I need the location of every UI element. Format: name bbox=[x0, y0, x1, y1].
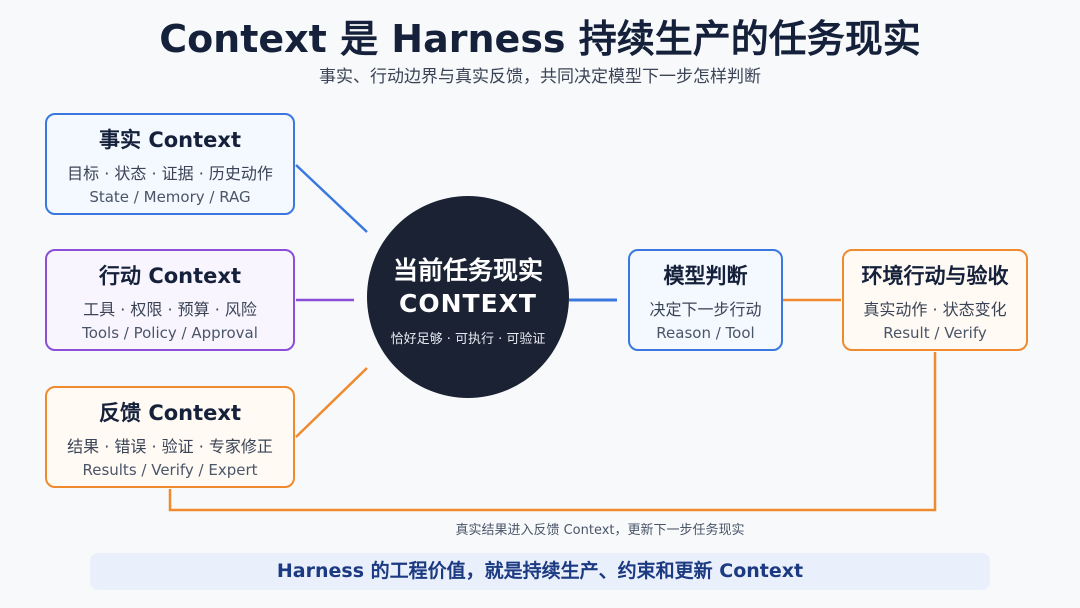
fact-context-items-en: State / Memory / RAG bbox=[89, 188, 251, 206]
page-subtitle: 事实、行动边界与真实反馈，共同决定模型下一步怎样判断 bbox=[319, 67, 761, 87]
fact-context-items-zh: 目标 · 状态 · 证据 · 历史动作 bbox=[67, 164, 273, 183]
fact-connector bbox=[295, 164, 368, 233]
fact-context-box: 事实 Context 目标 · 状态 · 证据 · 历史动作 State / M… bbox=[45, 113, 295, 215]
summary-banner: Harness 的工程价值，就是持续生产、约束和更新 Context bbox=[90, 553, 990, 590]
model-judgment-desc: 决定下一步行动 bbox=[649, 300, 762, 319]
center-title: 当前任务现实 bbox=[392, 256, 543, 285]
feedback-loop-line bbox=[168, 352, 937, 512]
model-judgment-box: 模型判断 决定下一步行动 Reason / Tool bbox=[628, 249, 783, 351]
model-judgment-en: Reason / Tool bbox=[656, 324, 755, 342]
feedback-context-box: 反馈 Context 结果 · 错误 · 验证 · 专家修正 Results /… bbox=[45, 386, 295, 488]
center-context-circle: 当前任务现实 CONTEXT 恰好足够 · 可执行 · 可验证 bbox=[367, 196, 569, 398]
feedback-context-title: 反馈 Context bbox=[99, 401, 241, 425]
fact-context-title: 事实 Context bbox=[99, 128, 241, 152]
page-title: Context 是 Harness 持续生产的任务现实 bbox=[159, 17, 921, 61]
model-judgment-title: 模型判断 bbox=[663, 264, 748, 288]
action-context-title: 行动 Context bbox=[99, 264, 241, 288]
feedback-connector bbox=[295, 367, 368, 438]
feedback-context-items-en: Results / Verify / Expert bbox=[82, 461, 258, 479]
action-context-items-en: Tools / Policy / Approval bbox=[82, 324, 258, 342]
environment-action-box: 环境行动与验收 真实动作 · 状态变化 Result / Verify bbox=[842, 249, 1028, 351]
environment-action-desc: 真实动作 · 状态变化 bbox=[863, 300, 1007, 319]
action-context-box: 行动 Context 工具 · 权限 · 预算 · 风险 Tools / Pol… bbox=[45, 249, 295, 351]
feedback-loop-label: 真实结果进入反馈 Context，更新下一步任务现实 bbox=[455, 523, 745, 538]
environment-action-title: 环境行动与验收 bbox=[861, 264, 1009, 288]
center-context-label: CONTEXT bbox=[399, 289, 537, 318]
environment-action-en: Result / Verify bbox=[883, 324, 987, 342]
feedback-context-items-zh: 结果 · 错误 · 验证 · 专家修正 bbox=[67, 437, 273, 456]
action-context-items-zh: 工具 · 权限 · 预算 · 风险 bbox=[83, 300, 257, 319]
center-qualities: 恰好足够 · 可执行 · 可验证 bbox=[390, 332, 546, 347]
